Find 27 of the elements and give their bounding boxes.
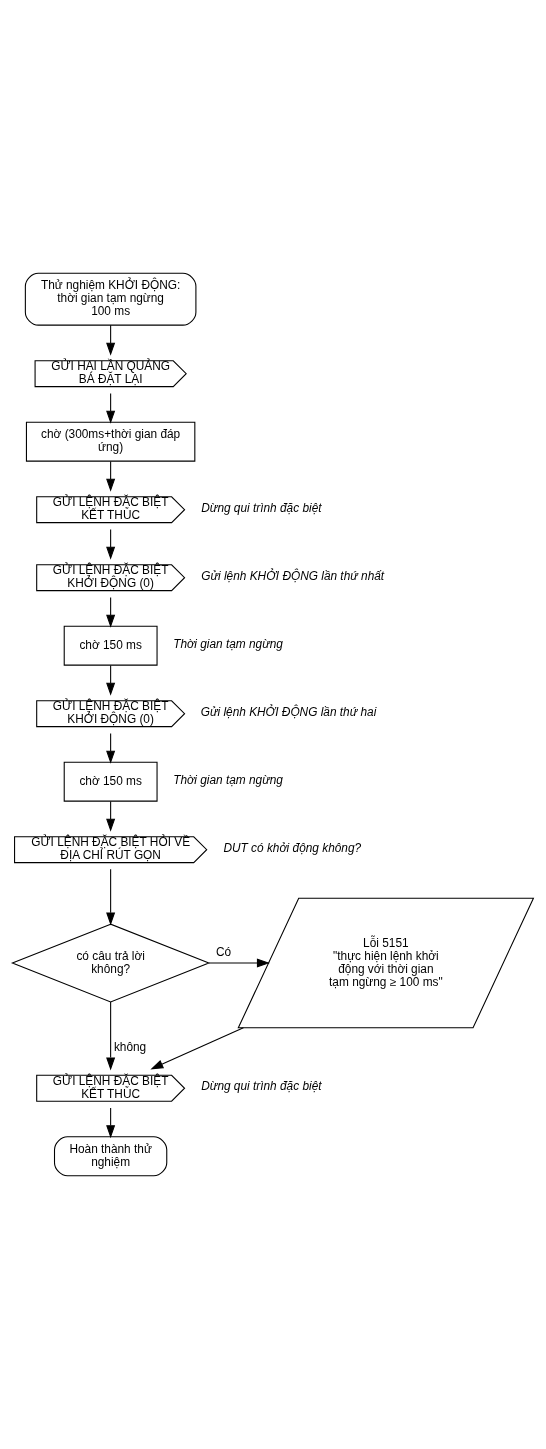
node-label: Gửi lệnh KHỞI ĐỘNG lần thứ nhất xyxy=(201,568,385,583)
node-box: chờ 150 ms xyxy=(63,625,158,666)
arrow xyxy=(106,800,116,832)
arrow xyxy=(106,528,116,560)
node-diamond: có câu trả lời không? xyxy=(10,923,211,1003)
arrow xyxy=(106,392,116,424)
arrow xyxy=(106,596,116,628)
edge-label: Có xyxy=(215,945,232,960)
node-label: Dừng qui trình đặc biệt xyxy=(201,1079,322,1094)
node-box: chờ (300ms+thời gian đáp ứng) xyxy=(25,421,196,462)
node-label: Gửi lệnh KHỞI ĐỘNG lần thứ hai xyxy=(200,704,377,719)
arrow xyxy=(106,460,116,492)
node-box: Thử nghiệm KHỞI ĐỘNG: thời gian tạm ngừng 100 ms xyxy=(24,272,197,326)
node-box: chờ 150 ms xyxy=(63,761,158,802)
node-box: Hoàn thành thử nghiệm xyxy=(53,1136,168,1177)
arrow xyxy=(106,732,116,764)
edge-label: không xyxy=(113,1040,147,1055)
node-label: Dừng qui trình đặc biệt xyxy=(201,500,322,515)
node-label: Thời gian tạm ngừng xyxy=(173,772,283,787)
arrow xyxy=(106,868,116,926)
arrow xyxy=(106,664,116,696)
arrow xyxy=(208,958,270,968)
node-label: DUT có khởi động không? xyxy=(223,840,362,855)
arrow xyxy=(106,1001,116,1071)
arrow xyxy=(150,1027,244,1070)
arrow xyxy=(106,324,116,356)
node-label: Thời gian tạm ngừng xyxy=(173,636,283,651)
